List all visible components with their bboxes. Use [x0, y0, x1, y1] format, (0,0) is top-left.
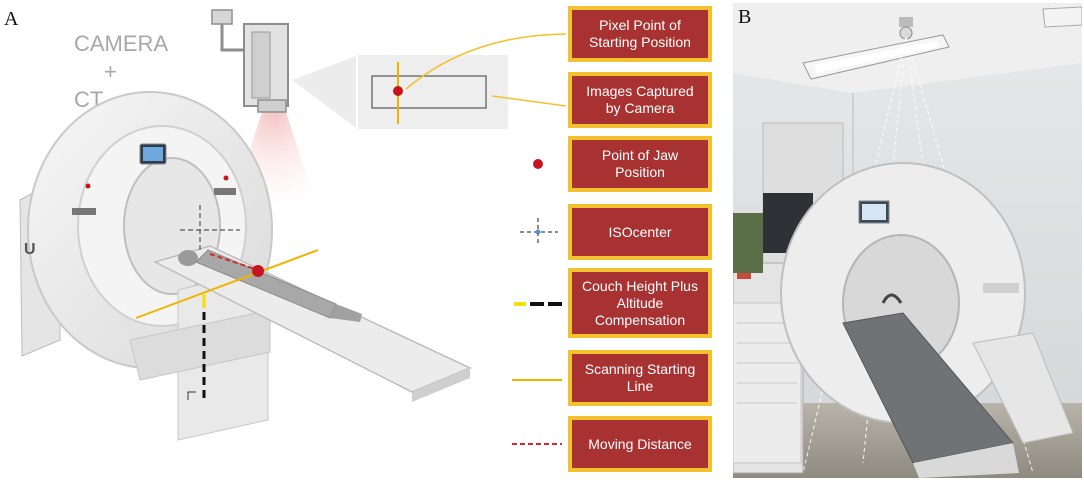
zoom-wedge [292, 56, 356, 128]
legend-box-couch-height: Couch Height Plus Altitude Compensation [568, 268, 712, 338]
legend-box-jaw-point: Point of Jaw Position [568, 136, 712, 192]
ct-room-photo-illustration [733, 3, 1082, 478]
legend-box-scan-line: Scanning Starting Line [568, 350, 712, 406]
legend-jaw-line1: Point of Jaw [601, 147, 679, 163]
legend-box-moving-distance: Moving Distance [568, 416, 712, 472]
legend-box-pixel-point: Pixel Point of Starting Position [568, 6, 712, 62]
scan-start-line-scene [135, 249, 319, 319]
legend-symbol-jaw-point [533, 159, 543, 169]
camera-label-line2: + [104, 59, 117, 84]
moving-distance-line-scene [209, 253, 259, 271]
couch-pedestal [129, 309, 271, 381]
legend-box-isocenter: ISOcenter [568, 204, 712, 260]
panel-label-b: B [738, 6, 752, 28]
jaw-point-scene [252, 265, 264, 277]
svg-text:U: U [24, 241, 36, 258]
ct-illustration: U [19, 9, 567, 445]
isocenter-crosshair-scene [180, 205, 240, 250]
panel-label-a: A [4, 8, 19, 30]
legend-scan-line1: Scanning Starting [584, 361, 696, 377]
height-bracket [187, 391, 196, 400]
legend-couch-line3: Compensation [594, 311, 686, 328]
legend-couch-line2: Altitude [616, 294, 664, 311]
legend-images-line2: by Camera [605, 100, 675, 116]
legend-symbol-isocenter [520, 218, 558, 246]
connector-images [491, 95, 567, 107]
connector-pixel-point [405, 33, 567, 90]
patient-figure [178, 249, 362, 322]
legend-isocenter-line1: ISOcenter [608, 223, 672, 240]
captured-image-inset [358, 55, 508, 129]
legend-scan-line2: Line [626, 378, 654, 394]
legend-pixel-point-line1: Pixel Point of [599, 17, 681, 33]
camera-device-icon [211, 9, 289, 113]
camera-label-line1: CAMERA [74, 31, 169, 56]
legend-pixel-point-line2: Starting Position [589, 34, 691, 50]
legend-couch-line1: Couch Height Plus [582, 277, 698, 294]
legend-images-line1: Images Captured [586, 83, 694, 99]
legend-moving-line1: Moving Distance [588, 435, 692, 452]
ct-room-photo [733, 3, 1082, 478]
legend-box-images-captured: Images Captured by Camera [568, 72, 712, 128]
camera-ct-label: CAMERA + CT [74, 30, 184, 114]
pixel-start-point [393, 86, 403, 96]
couch-edge [412, 368, 470, 402]
legend-jaw-line2: Position [615, 164, 665, 180]
